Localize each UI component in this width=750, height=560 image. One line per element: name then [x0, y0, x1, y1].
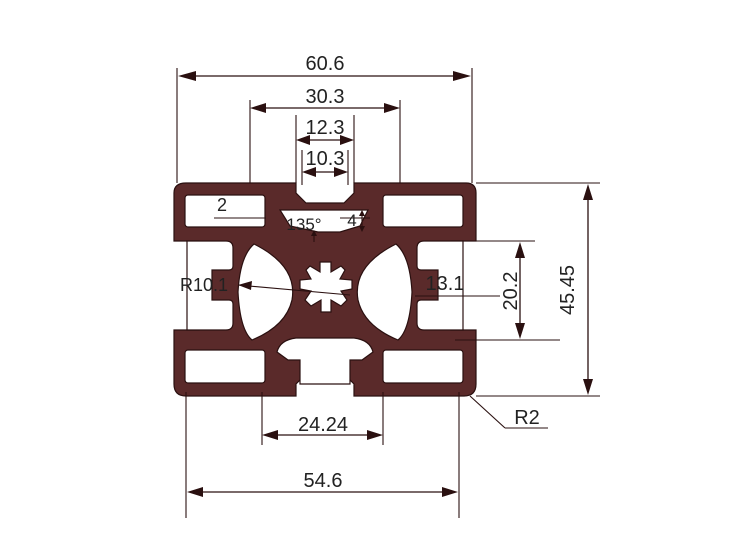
dim-slot-height	[515, 242, 525, 339]
label-chamfer-depth: 2	[217, 195, 227, 215]
label-lip-thickness: 4	[347, 211, 356, 230]
dim-top-slot-span	[250, 103, 400, 113]
dim-bottom-slot-span	[262, 430, 383, 440]
label-slot-opening-outer: 12.3	[306, 117, 345, 139]
label-bottom-width: 54.6	[304, 470, 343, 492]
label-slot-height: 20.2	[500, 272, 522, 311]
cavity-bottom-left	[184, 349, 266, 384]
aluminum-profile-section	[173, 182, 477, 397]
dim-center-radius-leader	[237, 281, 351, 296]
label-overall-width: 60.6	[306, 53, 345, 75]
dim-lip-thickness	[359, 210, 365, 232]
dim-slot-opening-outer	[296, 135, 354, 145]
label-slot-opening-inner: 10.3	[306, 148, 345, 170]
dim-overall-width	[178, 71, 471, 81]
dim-corner-radius-leader	[469, 395, 548, 429]
dim-lip-angle-arrow	[311, 230, 317, 242]
dim-bottom-width	[187, 487, 458, 497]
cavity-top-right	[382, 194, 464, 228]
label-corner-radius: R2	[514, 407, 540, 429]
extension-lines	[176, 68, 600, 518]
label-overall-height: 45.45	[557, 265, 579, 315]
top-t-slot	[278, 209, 369, 233]
label-center-radius: R10.1	[180, 275, 228, 295]
bottom-t-slot	[276, 337, 374, 385]
crescent-left	[237, 243, 294, 341]
cavity-top-left	[184, 194, 266, 228]
label-lip-angle: 135°	[286, 215, 321, 234]
center-bore	[299, 261, 353, 313]
label-top-slot-span: 30.3	[306, 86, 345, 108]
right-t-slot	[416, 240, 464, 331]
label-bottom-slot-span: 24.24	[298, 414, 348, 436]
crescent-right	[356, 243, 413, 341]
dim-overall-height	[583, 184, 593, 395]
cavity-bottom-right	[382, 349, 464, 384]
label-inner-height: 13.1	[426, 273, 465, 295]
dim-slot-opening-inner	[301, 150, 349, 185]
left-t-slot	[186, 240, 234, 331]
